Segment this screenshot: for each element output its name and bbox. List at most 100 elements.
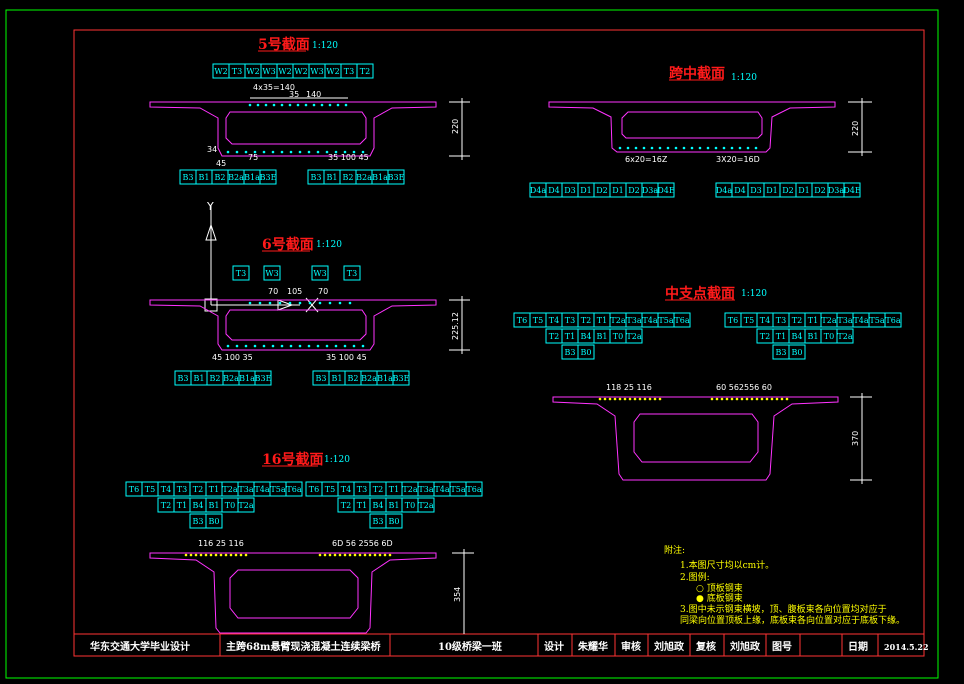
tendon-cell [577, 344, 595, 360]
section-midspan-dim-bot-right: 3X20=16D [716, 155, 760, 164]
tendon-label: T4 [161, 485, 171, 494]
tendon-label: T5a [450, 485, 465, 494]
tendon-label: B2 [210, 374, 221, 383]
tendon-dot [235, 150, 239, 154]
tendon-label: T2 [373, 485, 383, 494]
notes-2b: ● 底板钢束 [696, 592, 743, 604]
tendon-dot [338, 301, 342, 305]
tendon-dot [353, 553, 357, 557]
tendon-dot [343, 150, 347, 154]
tendon-dot [258, 301, 262, 305]
tendon-label: T2 [193, 485, 203, 494]
tendon-dot [226, 344, 230, 348]
tendon-label: T1 [209, 485, 219, 494]
tendon-dot [361, 150, 365, 154]
tendon-label: B3E [388, 173, 405, 182]
tendon-dot [307, 344, 311, 348]
tendon-label: T2a [402, 485, 417, 494]
tendon-dot [328, 301, 332, 305]
tendon-cell [356, 63, 374, 79]
tendon-label: T3 [236, 269, 246, 278]
tendon-dot [746, 146, 750, 150]
tendon-label: T2 [792, 316, 802, 325]
tendon-label: T3 [347, 269, 357, 278]
tendon-label: B1a [239, 374, 255, 383]
tendon-dot [658, 397, 662, 401]
section-6-box-void [225, 309, 367, 341]
tendon-label: T2a [238, 501, 253, 510]
tendon-dot [244, 344, 248, 348]
tendon-dot [325, 344, 329, 348]
section-6-dim-top3: 70 [318, 287, 328, 296]
tendon-dot [755, 397, 759, 401]
tendon-label: T4a [642, 316, 657, 325]
tendon-label: T2 [360, 67, 370, 76]
notes-2a: ○ 顶板钢束 [696, 582, 743, 594]
tendon-cell [673, 312, 691, 328]
tendon-label: B2a [361, 374, 377, 383]
tendon-dot [235, 344, 239, 348]
tendon-dot [383, 553, 387, 557]
tendon-dot [720, 397, 724, 401]
tendon-label: D4E [657, 186, 675, 195]
tendon-label: T1 [177, 501, 187, 510]
tendon-dot [325, 150, 329, 154]
tendon-label: T1 [808, 316, 818, 325]
tendon-label: B1 [327, 173, 338, 182]
tendon-dot [348, 553, 352, 557]
notes-3: 3.图中未示钢束横坡，顶、腹板束各向位置均对应于 [680, 603, 887, 615]
tendon-label: T6 [309, 485, 319, 494]
tendon-dot [358, 553, 362, 557]
tendon-dot [765, 397, 769, 401]
tendon-label: D4 [734, 186, 746, 195]
tendon-dot [388, 553, 392, 557]
tendon-dot [730, 146, 734, 150]
tendon-label: T5 [145, 485, 155, 494]
section-16-box-void [229, 569, 359, 619]
tendon-cell [232, 265, 250, 281]
section-6-title: 6号截面 [262, 236, 314, 253]
tendon-label: T3a [837, 316, 852, 325]
tendon-dot [650, 146, 654, 150]
tb-reviewer: 刘旭政 [730, 640, 761, 653]
tb-review-label: 复核 [695, 640, 716, 653]
tendon-dot [638, 397, 642, 401]
section-6-dim-top2: 105 [287, 287, 302, 296]
tendon-dot [343, 344, 347, 348]
tendon-label: B1 [597, 332, 608, 341]
section-5-dim-top: 4x35=140 [253, 83, 295, 92]
tendon-label: D3 [564, 186, 576, 195]
section-16-title: 16号截面 [262, 451, 323, 468]
tendon-dot [296, 103, 300, 107]
tendon-dot [209, 553, 213, 557]
section-support-dim-top-right: 60 562556 60 [716, 383, 772, 392]
tendon-label: B1 [199, 173, 210, 182]
section-6-outline [149, 299, 437, 351]
tendon-label: T2 [341, 501, 351, 510]
tendon-dot [226, 150, 230, 154]
notes-3b: 同梁向位置顶板上缘，底板束各向位置对应于底板下缘。 [680, 614, 905, 626]
tendon-label: B2a [356, 173, 372, 182]
tendon-label: W2 [214, 67, 227, 76]
tendon-dot [775, 397, 779, 401]
tendon-dot [189, 553, 193, 557]
tendon-label: T2 [581, 316, 591, 325]
section-16-scale: 1:120 [324, 455, 350, 465]
tendon-label: T3a [418, 485, 433, 494]
tendon-dot [608, 397, 612, 401]
tendon-dot [256, 103, 260, 107]
tb-designer: 朱耀华 [578, 640, 608, 653]
tendon-label: B2a [228, 173, 244, 182]
tendon-label: B4 [193, 501, 204, 510]
tendon-label: B3 [178, 374, 189, 383]
tendon-label: B0 [389, 517, 400, 526]
tendon-cell [465, 481, 483, 497]
section-6-scale: 1:120 [316, 240, 342, 250]
tendon-label: B0 [581, 348, 592, 357]
tendon-dot [373, 553, 377, 557]
